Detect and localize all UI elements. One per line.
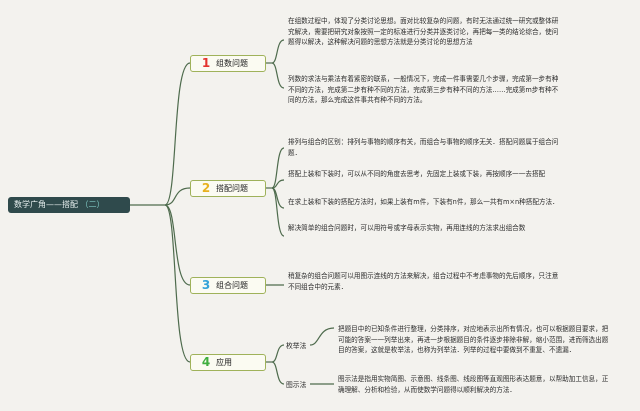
branch-number-4: 4 [201, 355, 211, 369]
connector-branch-4 [164, 204, 191, 363]
branch-node-2[interactable]: 2 搭配问题 [190, 180, 266, 197]
note-b4-enumeration: 把题目中的已知条件进行整理，分类排序，对应地表示出所有情况，也可以根据题目要求，… [338, 325, 609, 354]
sub-node-enumeration[interactable]: 枚举法 [286, 342, 307, 350]
connector-branch-1 [164, 62, 191, 206]
root-node[interactable]: 数学广角——搭配 （二） [8, 197, 130, 213]
branch-node-3[interactable]: 3 组合问题 [190, 277, 266, 294]
note-b2-1: 排列与组合的区别：排列与事物的顺序有关，而组合与事物的顺序无关．搭配问题属于组合… [288, 138, 559, 157]
note-b1-2: 列数的求法与乘法有着紧密的联系，一般情况下，完成一件事需要几个步骤，完成第一步有… [288, 75, 559, 104]
note-b2-3: 在求上装和下装的搭配方法时，如果上装有m件，下装有n件，那么一共有m×n种搭配方… [288, 198, 559, 206]
sub-node-diagram[interactable]: 图示法 [286, 381, 307, 389]
branch-label-1: 组数问题 [216, 59, 248, 68]
branch-number-1: 1 [201, 56, 211, 70]
note-b1-1: 在组数过程中，体现了分类讨论思想。面对比较复杂的问题，有时无法通过统一研究或整体… [288, 17, 559, 46]
note-b2-4: 解决简单的组合问题时，可以用符号或字母表示实物，再用连线的方法求出组合数 [288, 224, 526, 232]
connector-branch-2 [164, 187, 191, 206]
branch-label-4: 应用 [216, 358, 232, 367]
branch-number-2: 2 [201, 181, 211, 195]
note-b2-2: 搭配上装和下装时，可以从不同的角度去思考，先固定上装或下装，再按顺序一一去搭配 [288, 170, 546, 178]
note-b4-diagram: 图示法是指用实物简图、示意图、线条图、线段图等直观图形表达题意，以帮助加工信息，… [338, 375, 609, 394]
branch-label-3: 组合问题 [216, 281, 248, 290]
branch-label-2: 搭配问题 [216, 184, 248, 193]
root-suffix: （二） [80, 200, 105, 209]
branch-node-1[interactable]: 1 组数问题 [190, 55, 266, 72]
note-b3-1: 稍复杂的组合问题可以用图示连线的方法来解决，组合过程中不考虑事物的先后顺序，只注… [288, 272, 559, 291]
branch-node-4[interactable]: 4 应用 [190, 354, 266, 371]
root-label: 数学广角——搭配 [14, 200, 78, 209]
branch-number-3: 3 [201, 278, 211, 292]
connector-branch-3 [164, 204, 191, 286]
